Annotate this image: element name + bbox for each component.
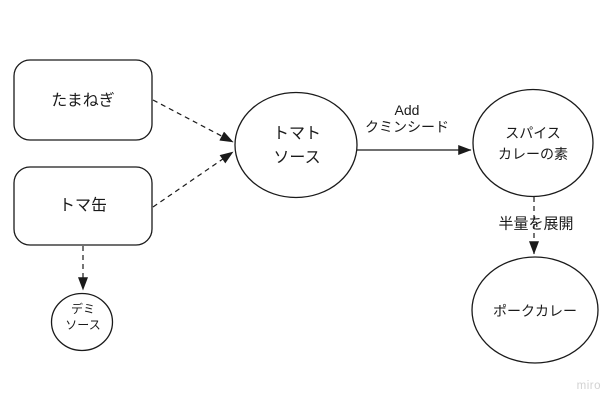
node-tomato-can-shape[interactable] — [13, 166, 153, 246]
node-pork-curry-shape[interactable] — [471, 256, 599, 364]
node-tomato-sauce-label-line2: ソース — [273, 150, 320, 167]
node-demi-sauce-label-line1: デミ — [71, 301, 95, 316]
node-demi-sauce-label-line2: ソース — [65, 318, 100, 332]
node-tomato-sauce-label-line1: トマト — [273, 126, 321, 143]
edge-onion-to-tomato-sauce[interactable] — [152, 99, 234, 143]
node-pork-curry-label: ポークカレー — [493, 303, 577, 319]
node-tomato-sauce-shape[interactable] — [234, 91, 358, 199]
miro-watermark: miro — [577, 380, 601, 392]
node-spice-curry-base[interactable]: スパイス カレーの素 — [472, 88, 594, 198]
node-onion[interactable]: たまねぎ — [13, 59, 153, 141]
node-tomato-can[interactable]: トマ缶 — [13, 166, 153, 246]
edge-label-cumin-seed: クミンシード — [365, 119, 449, 135]
node-tomato-can-label: トマ缶 — [59, 197, 107, 215]
node-spice-curry-base-label-line1: スパイス — [505, 125, 561, 141]
node-demi-sauce[interactable]: デミ ソース — [50, 292, 114, 352]
edge-label-add: Add — [395, 102, 420, 118]
node-demi-sauce-shape[interactable] — [50, 292, 114, 352]
node-spice-curry-base-shape[interactable] — [472, 88, 594, 198]
node-onion-label: たまねぎ — [51, 92, 115, 110]
edge-label-expand-half: 半量を展開 — [498, 216, 573, 233]
node-pork-curry[interactable]: ポークカレー — [471, 256, 599, 364]
node-onion-shape[interactable] — [13, 59, 153, 141]
edge-tomato-can-to-tomato-sauce[interactable] — [152, 151, 234, 208]
node-spice-curry-base-label-line2: カレーの素 — [498, 146, 568, 162]
node-tomato-sauce[interactable]: トマト ソース — [234, 91, 358, 199]
